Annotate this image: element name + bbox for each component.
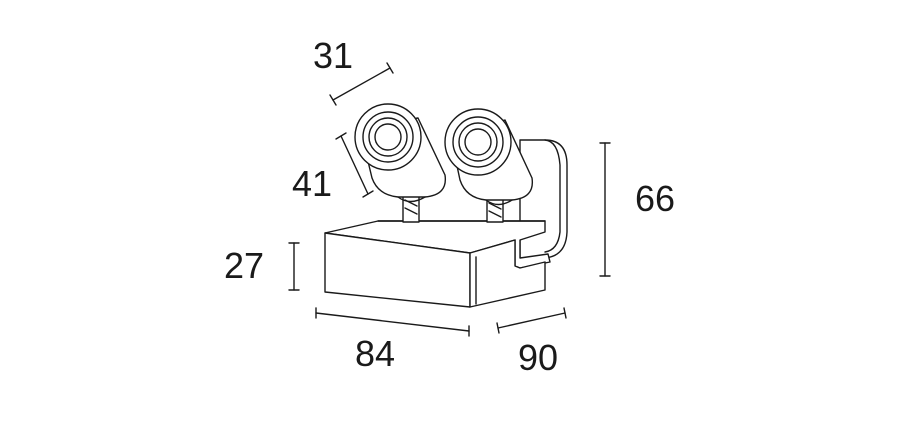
dimension-label-90: 90 bbox=[518, 337, 559, 378]
dimension-line-66 bbox=[599, 142, 611, 277]
dimension-label-66: 66 bbox=[635, 178, 676, 219]
dimension-label-27: 27 bbox=[224, 245, 265, 286]
dimension-line-84 bbox=[315, 307, 470, 337]
stem-left bbox=[402, 191, 420, 223]
dimension-line-90 bbox=[496, 307, 567, 334]
dimension-label-41: 41 bbox=[292, 163, 333, 204]
dimension-label-84: 84 bbox=[355, 333, 396, 374]
dimension-line-41 bbox=[335, 132, 374, 198]
spotlight-right bbox=[444, 108, 534, 206]
dimension-label-31: 31 bbox=[313, 35, 354, 76]
mounting-plate bbox=[519, 139, 568, 263]
dimension-line-31 bbox=[329, 62, 394, 106]
base-block bbox=[324, 232, 546, 308]
dimension-line-27 bbox=[288, 242, 300, 291]
spotlight-left bbox=[354, 103, 447, 203]
